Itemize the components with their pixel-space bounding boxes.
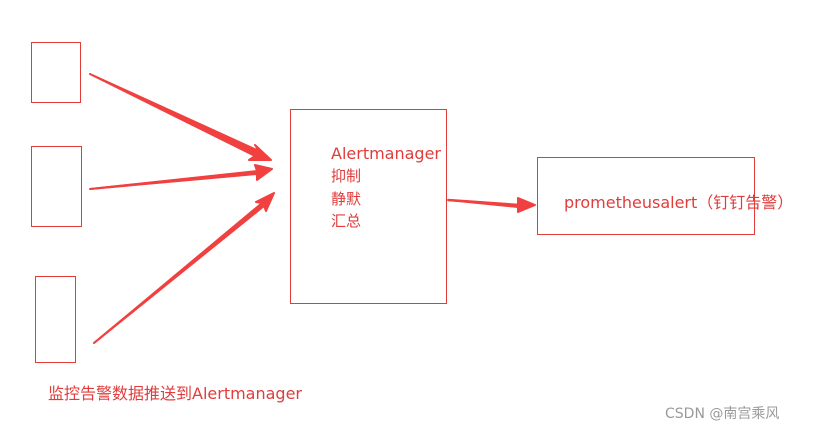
- alertmanager-title: Alertmanager: [331, 144, 441, 163]
- source-box-3: [35, 276, 76, 363]
- prometheusalert-box: [537, 157, 755, 235]
- csdn-watermark: CSDN @南宫乘风: [665, 406, 780, 422]
- source-box-1: [31, 42, 81, 103]
- alertmanager-box: [290, 109, 447, 304]
- alertmanager-function-inhibit: 抑制: [331, 167, 362, 185]
- alertmanager-function-silence: 静默: [331, 190, 362, 208]
- alertmanager-function-group: 汇总: [331, 212, 362, 230]
- prometheusalert-label: prometheusalert（钉钉告警）: [564, 193, 794, 212]
- source-box-2: [31, 146, 82, 227]
- diagram-caption: 监控告警数据推送到Alertmanager: [48, 384, 303, 403]
- arrow-source-1-to-alertmanager: [89, 73, 272, 161]
- arrow-source-2-to-alertmanager: [89, 164, 273, 190]
